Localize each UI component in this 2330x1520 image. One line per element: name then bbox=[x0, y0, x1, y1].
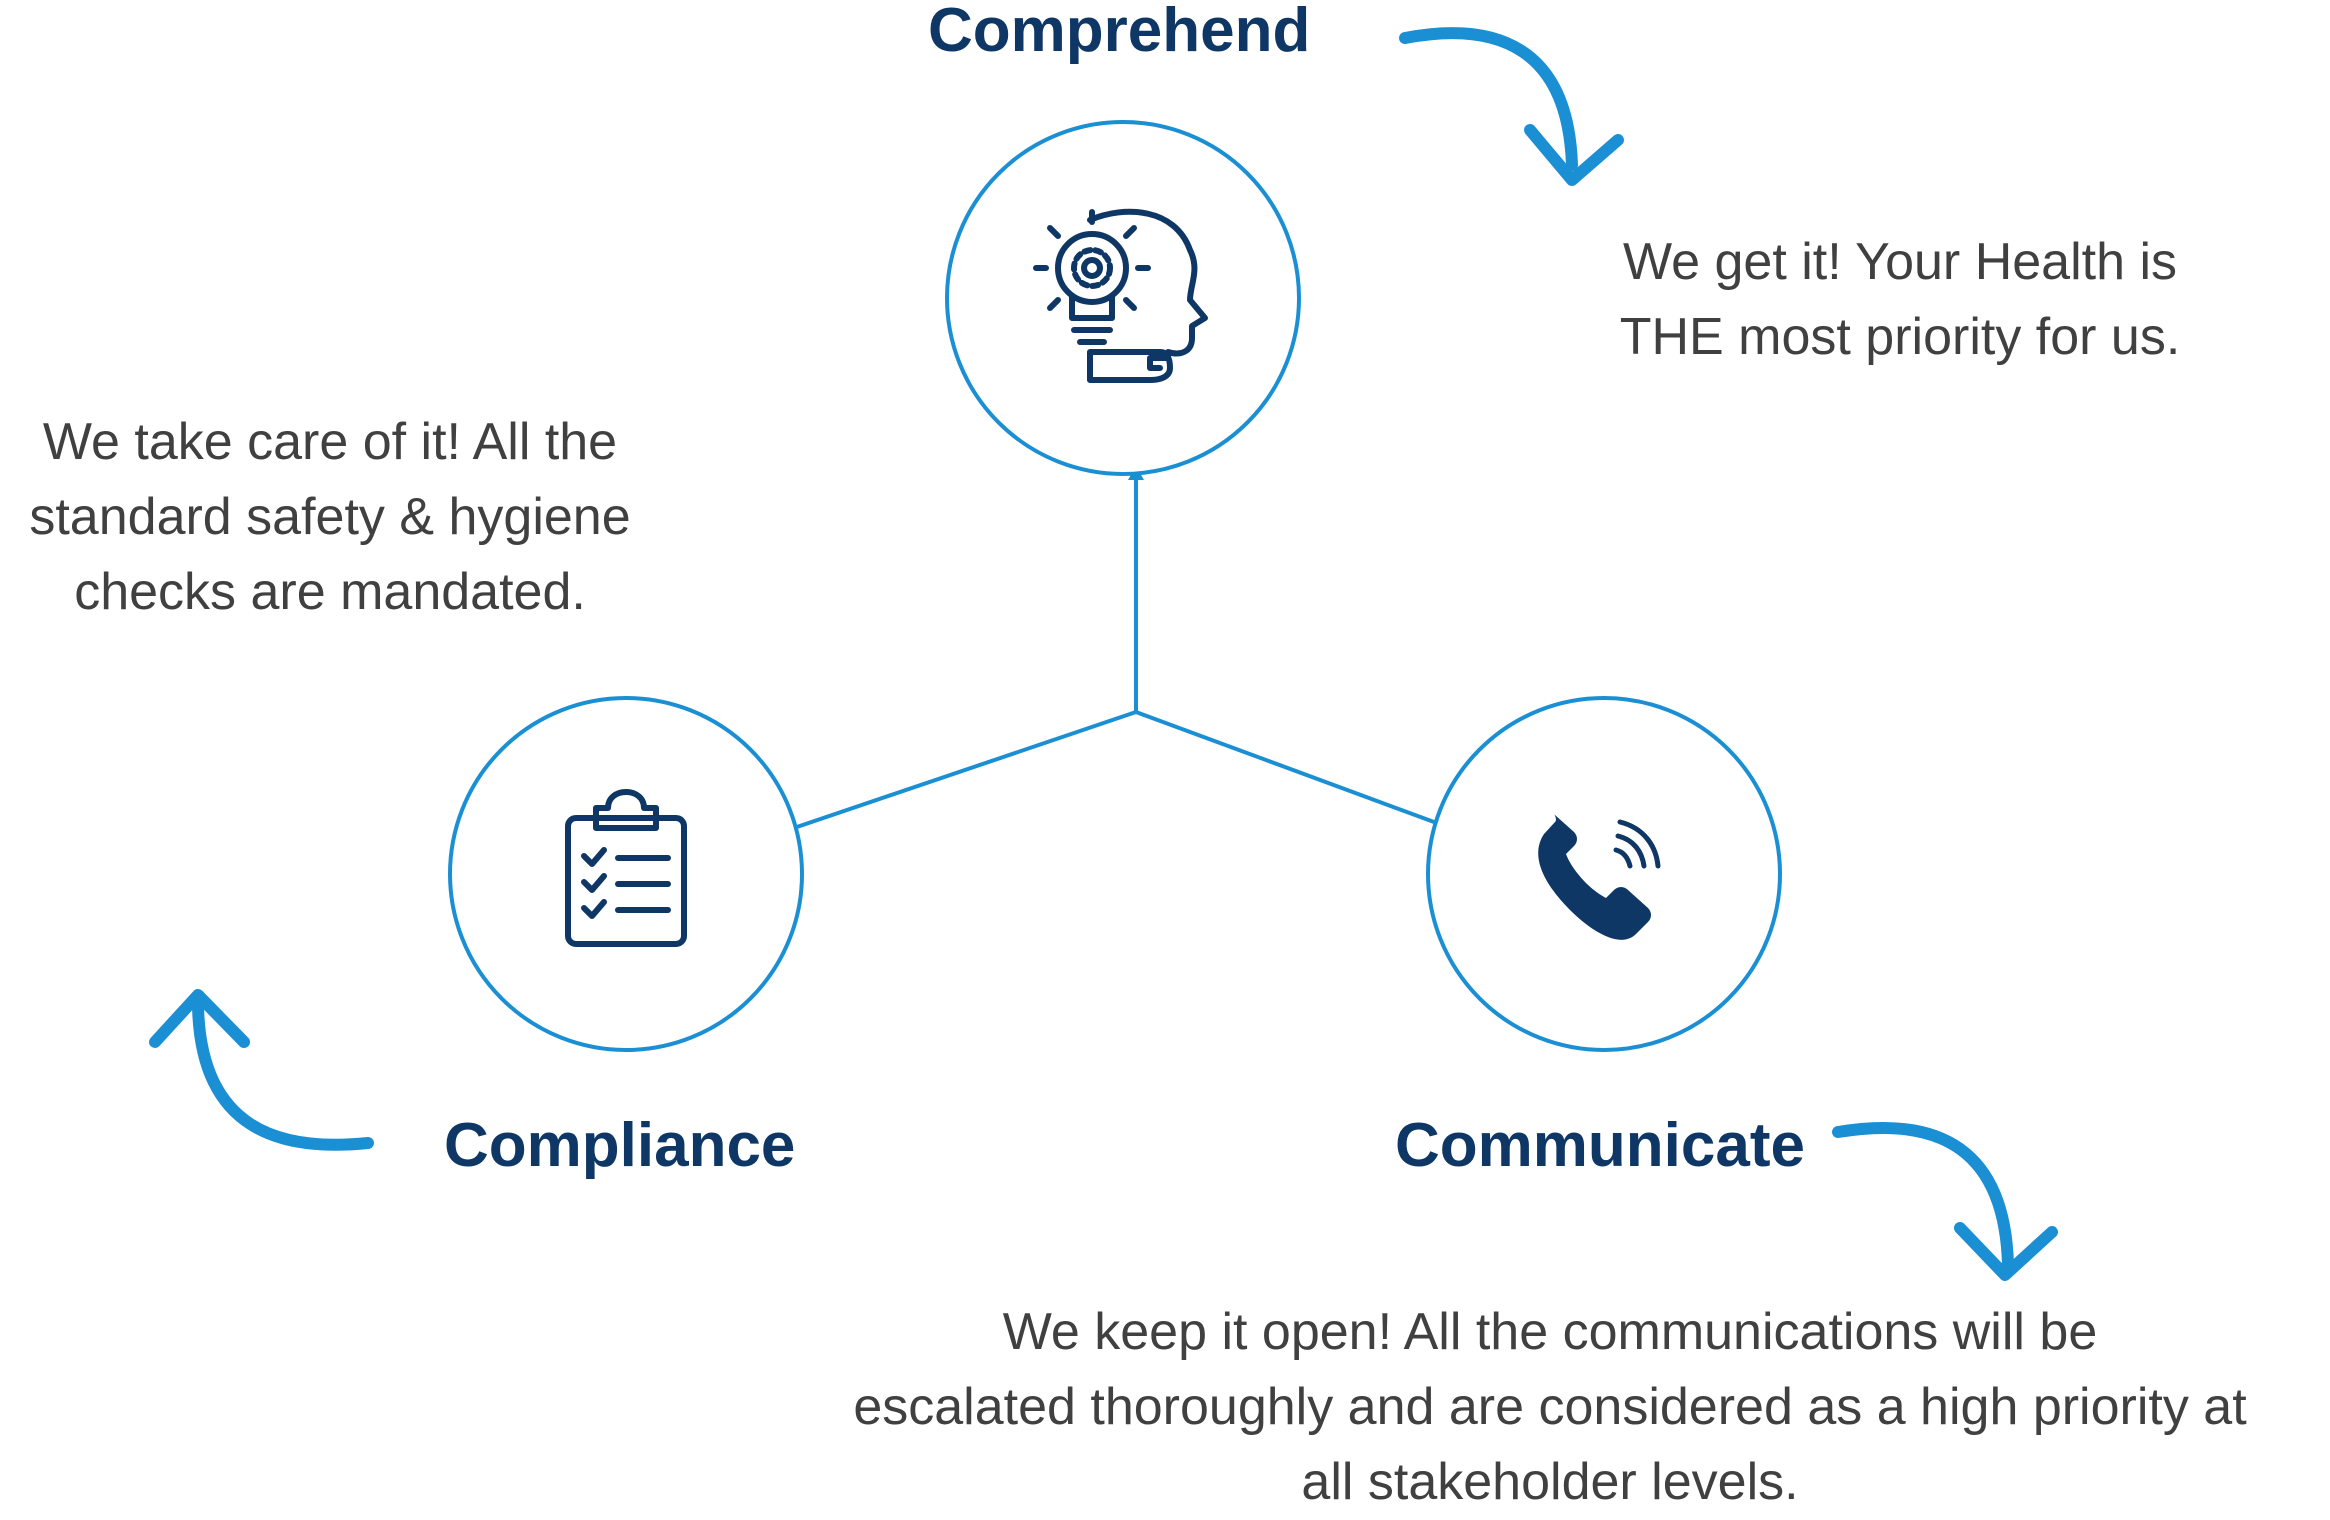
desc-communicate: We keep it open! All the communications … bbox=[770, 1295, 2330, 1520]
desc-comprehend: We get it! Your Health is THE most prior… bbox=[1560, 225, 2240, 375]
desc-compliance: We take care of it! All the standard saf… bbox=[0, 405, 660, 630]
title-comprehend: Comprehend bbox=[928, 0, 1311, 65]
connector-center-to-compliance bbox=[787, 710, 1137, 832]
communicate-circle bbox=[1426, 696, 1782, 1052]
title-communicate: Communicate bbox=[1395, 1111, 1805, 1180]
desc-line: all stakeholder levels. bbox=[1301, 1453, 1799, 1511]
title-compliance: Compliance bbox=[444, 1111, 796, 1180]
clipboard-checklist-icon bbox=[565, 789, 687, 947]
desc-line: We keep it open! All the communications … bbox=[1002, 1303, 2098, 1361]
connector-center-to-communicate bbox=[1135, 710, 1435, 824]
arrowhead-comprehend bbox=[1524, 124, 1624, 186]
phone-call-icon bbox=[1538, 814, 1661, 940]
arrow-communicate bbox=[1832, 1121, 2014, 1271]
compliance-circle bbox=[448, 696, 804, 1052]
desc-line: checks are mandated. bbox=[74, 563, 586, 621]
desc-line: escalated thoroughly and are considered … bbox=[853, 1378, 2247, 1436]
arrowhead-communicate bbox=[1954, 1222, 2058, 1281]
desc-line: We take care of it! All the bbox=[42, 413, 618, 471]
arrow-comprehend bbox=[1399, 27, 1578, 171]
desc-line: standard safety & hygiene bbox=[29, 488, 631, 546]
desc-line: We get it! Your Health is bbox=[1622, 233, 2178, 291]
head-lightbulb-gear-icon bbox=[1033, 208, 1208, 383]
desc-line: THE most priority for us. bbox=[1619, 308, 2181, 366]
arrow-compliance bbox=[192, 999, 374, 1151]
arrows bbox=[149, 27, 2058, 1281]
arrowhead-compliance bbox=[149, 989, 250, 1048]
comprehend-circle bbox=[945, 120, 1301, 476]
connectors bbox=[787, 466, 1435, 832]
